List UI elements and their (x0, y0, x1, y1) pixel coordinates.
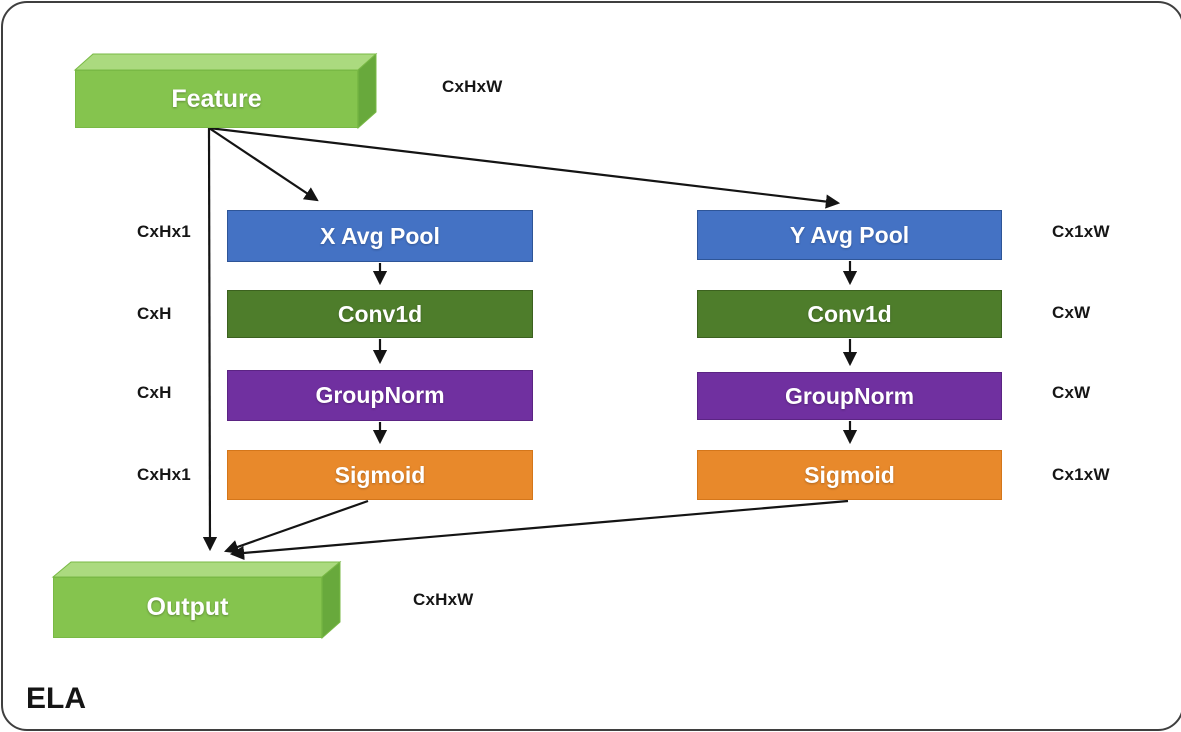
arrow-left-sigmoid-to-output (223, 499, 369, 554)
arrow-feature-to-x-avg-pool (208, 127, 319, 202)
feature-cube-3d-faces (73, 52, 378, 130)
output-dim-label: CxHxW (413, 590, 474, 609)
y-avg-pool-label: Y Avg Pool (789, 221, 910, 248)
left-dim-label-norm: CxH (137, 383, 172, 402)
right-sigmoid-box: Sigmoid (697, 450, 1002, 500)
arrow-feature-to-output (202, 127, 218, 552)
left-conv1d-box: Conv1d (227, 290, 533, 338)
right-groupnorm-label: GroupNorm (784, 382, 915, 409)
output-node: Output (53, 577, 322, 638)
left-sigmoid-box: Sigmoid (227, 450, 533, 500)
x-avg-pool-box: X Avg Pool (227, 210, 533, 262)
right-dim-label-pool: Cx1xW (1052, 222, 1110, 241)
x-avg-pool-label: X Avg Pool (320, 222, 440, 249)
left-sigmoid-label: Sigmoid (334, 461, 426, 488)
left-groupnorm-box: GroupNorm (227, 370, 533, 421)
arrow-right-sigmoid-to-output (229, 499, 849, 561)
left-conv1d-label: Conv1d (337, 300, 423, 327)
output-cube-3d-faces (51, 560, 342, 640)
left-groupnorm-label: GroupNorm (315, 382, 445, 408)
right-dim-label-sigmoid: Cx1xW (1052, 465, 1110, 484)
feature-node-label: Feature (171, 84, 262, 113)
right-dim-label-conv: CxW (1052, 303, 1091, 322)
right-conv1d-label: Conv1d (807, 300, 892, 327)
left-dim-label-pool: CxHx1 (137, 222, 191, 241)
arrow-feature-to-y-avg-pool (208, 126, 841, 209)
feature-node: Feature (75, 70, 358, 128)
output-node-label: Output (146, 593, 229, 621)
left-dim-label-sigmoid: CxHx1 (137, 465, 191, 484)
feature-dim-label: CxHxW (442, 77, 503, 96)
y-avg-pool-box: Y Avg Pool (697, 210, 1002, 260)
right-sigmoid-label: Sigmoid (804, 461, 895, 488)
right-groupnorm-box: GroupNorm (697, 372, 1002, 420)
left-dim-label-conv: CxH (137, 304, 172, 323)
right-dim-label-norm: CxW (1052, 383, 1091, 402)
right-conv1d-box: Conv1d (697, 290, 1002, 338)
diagram-caption: ELA (26, 682, 86, 715)
